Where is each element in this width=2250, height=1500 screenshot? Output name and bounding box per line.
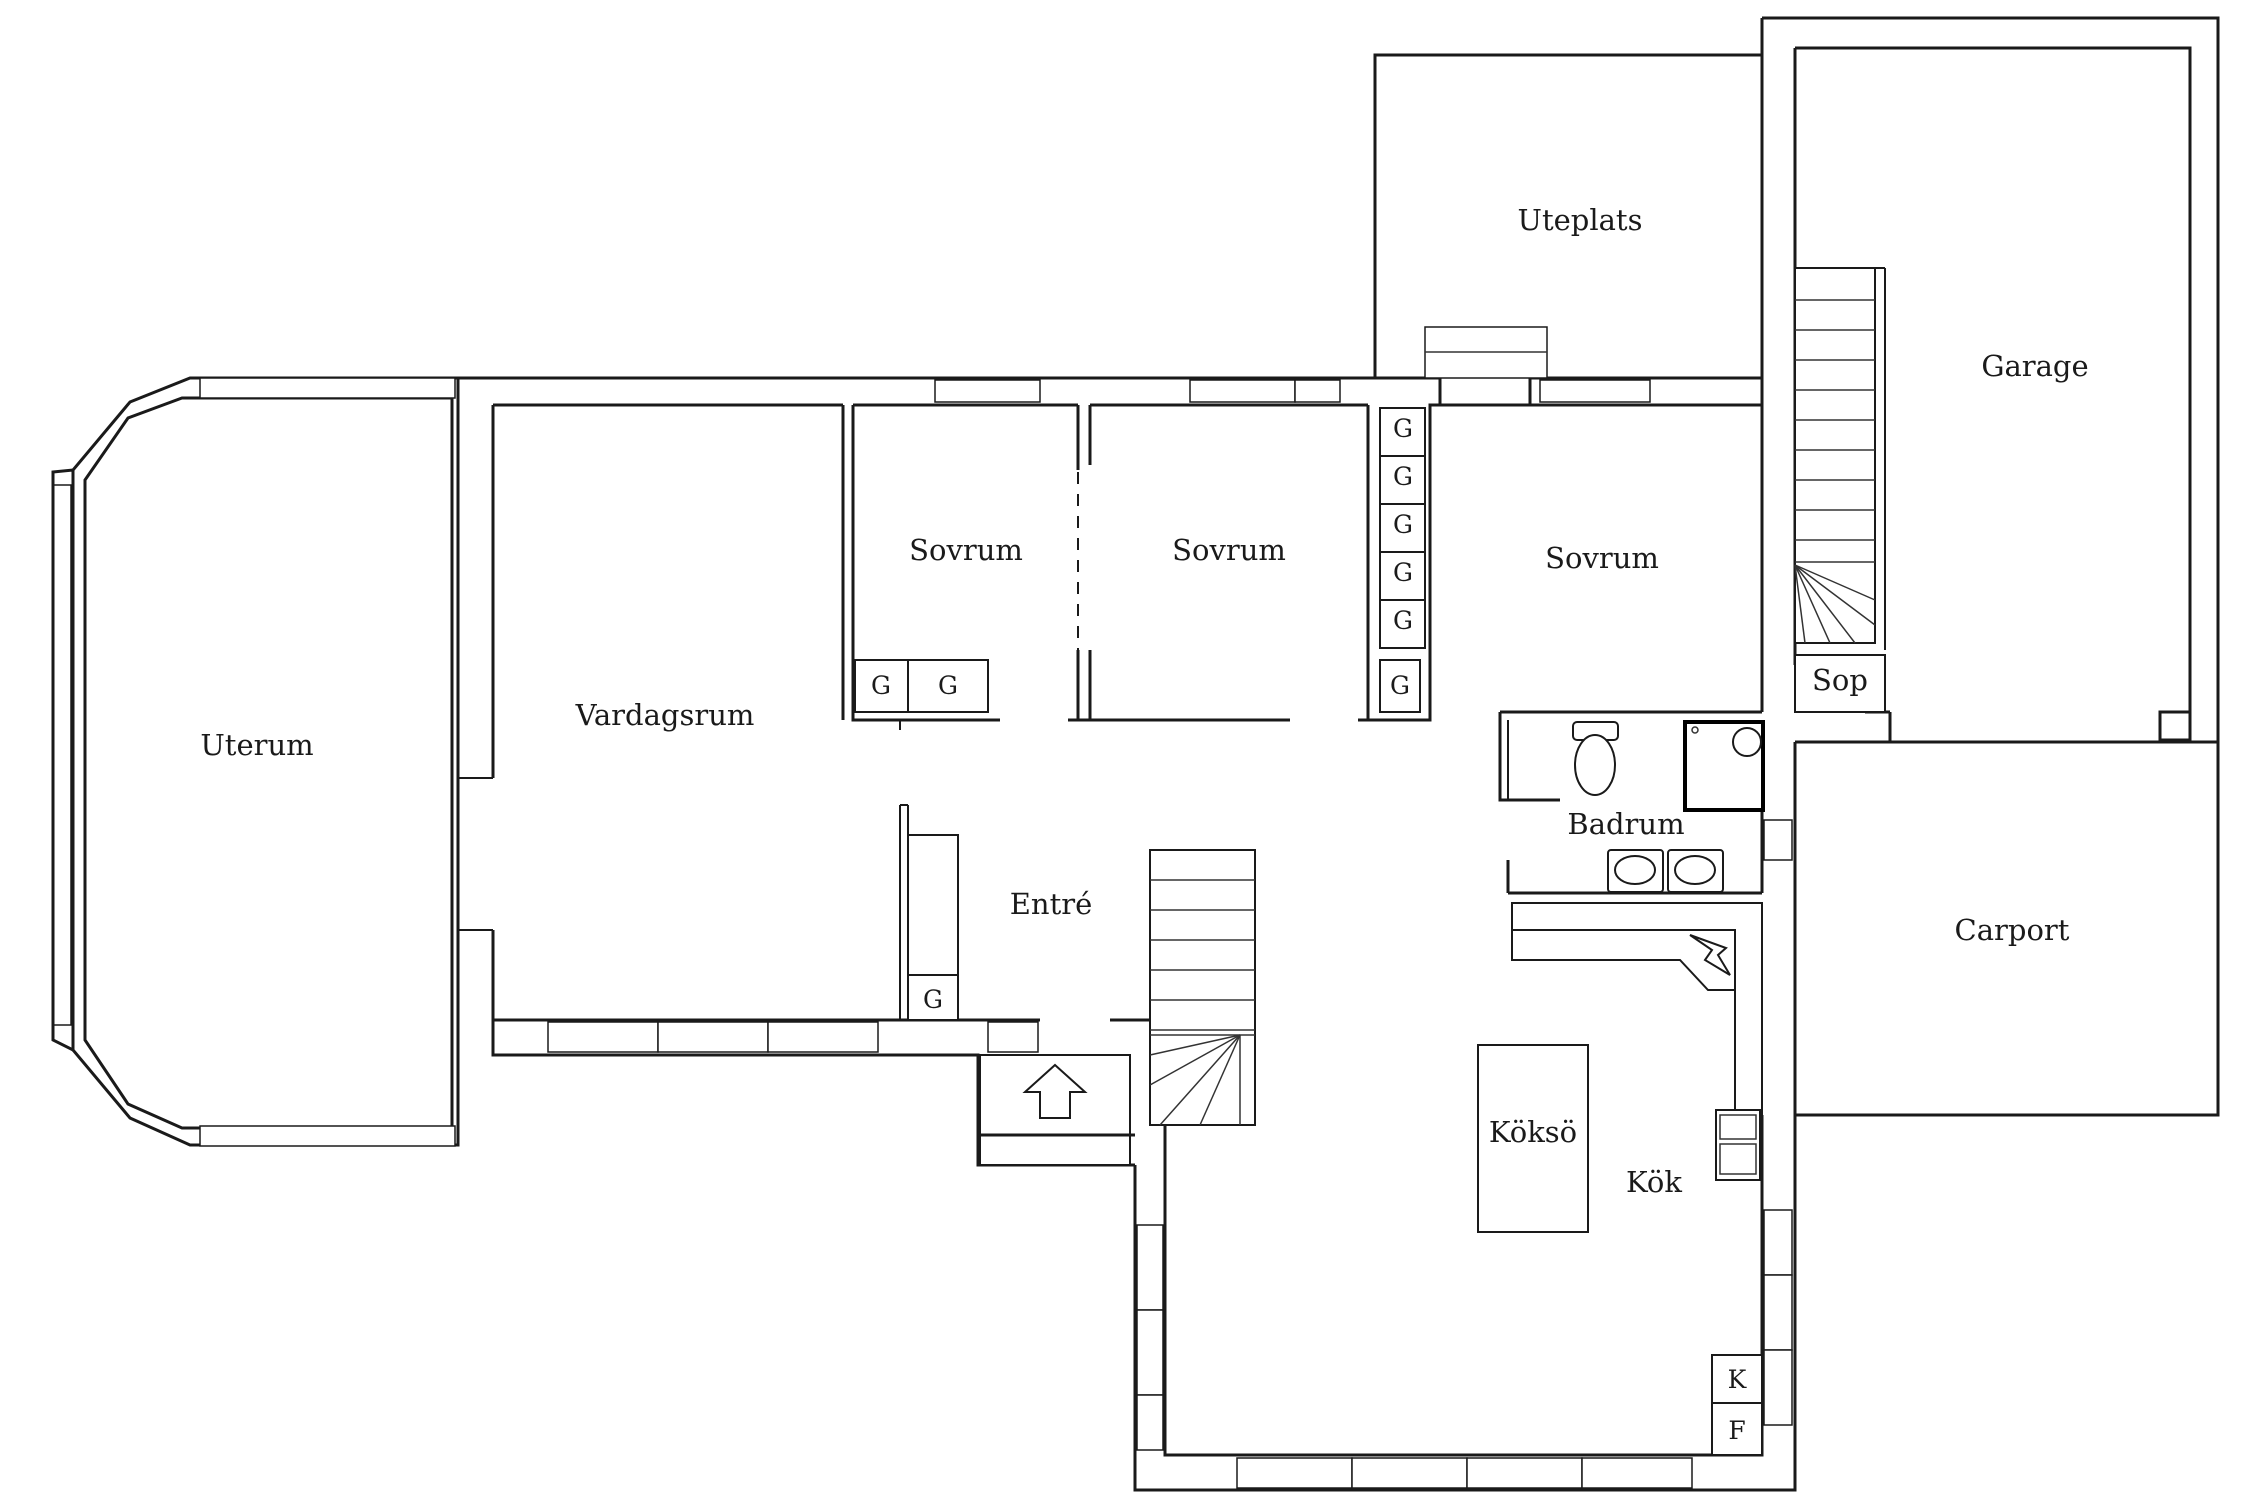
room-label-badrum: Badrum <box>1567 807 1684 841</box>
closet-label: G <box>871 671 891 700</box>
kitchen <box>1477 902 1763 1456</box>
exterior-walls <box>458 16 2220 1492</box>
room-label-sovrum-2: Sovrum <box>1172 533 1286 567</box>
closet-label: G <box>923 985 943 1014</box>
kitchen-island <box>1477 1044 1589 1233</box>
closet-label: G <box>1393 510 1413 539</box>
bathroom <box>1498 720 1765 895</box>
closet-label: G <box>1393 606 1413 635</box>
uterum-window-bottom <box>199 1125 456 1147</box>
stairs-garage <box>1794 267 1886 650</box>
uterum-room <box>51 376 460 1147</box>
room-label-sovrum-1: Sovrum <box>909 533 1023 567</box>
uterum-window-top <box>199 377 456 399</box>
room-label-garage: Garage <box>1981 349 2088 383</box>
room-label-sop: Sop <box>1812 663 1868 697</box>
sop-room <box>1794 654 1886 713</box>
closet-label: G <box>1393 414 1413 443</box>
room-label-uterum: Uterum <box>200 728 313 762</box>
closets <box>854 407 1426 1021</box>
fridge-label: K <box>1728 1365 1748 1394</box>
room-label-sovrum-3: Sovrum <box>1545 541 1659 575</box>
room-label-vardagsrum: Vardagsrum <box>575 698 755 732</box>
closet-label: G <box>1393 462 1413 491</box>
room-label-koksö: Köksö <box>1489 1115 1577 1149</box>
closet-label: G <box>938 671 958 700</box>
entrance <box>979 1054 1135 1166</box>
closet-label: G <box>1393 558 1413 587</box>
room-label-uteplats: Uteplats <box>1518 203 1643 237</box>
room-label-kok: Kök <box>1626 1165 1682 1199</box>
room-label-entre: Entré <box>1010 887 1093 921</box>
stairs-main <box>1149 849 1256 1126</box>
top-windows <box>547 326 1793 1489</box>
entrance-arrow-icon <box>1022 1063 1088 1119</box>
room-label-carport: Carport <box>1955 913 2070 947</box>
closet-label: G <box>1390 671 1410 700</box>
bedroom-walls <box>841 385 1764 730</box>
freezer-label: F <box>1728 1416 1745 1445</box>
uterum-window-left <box>52 484 72 1026</box>
